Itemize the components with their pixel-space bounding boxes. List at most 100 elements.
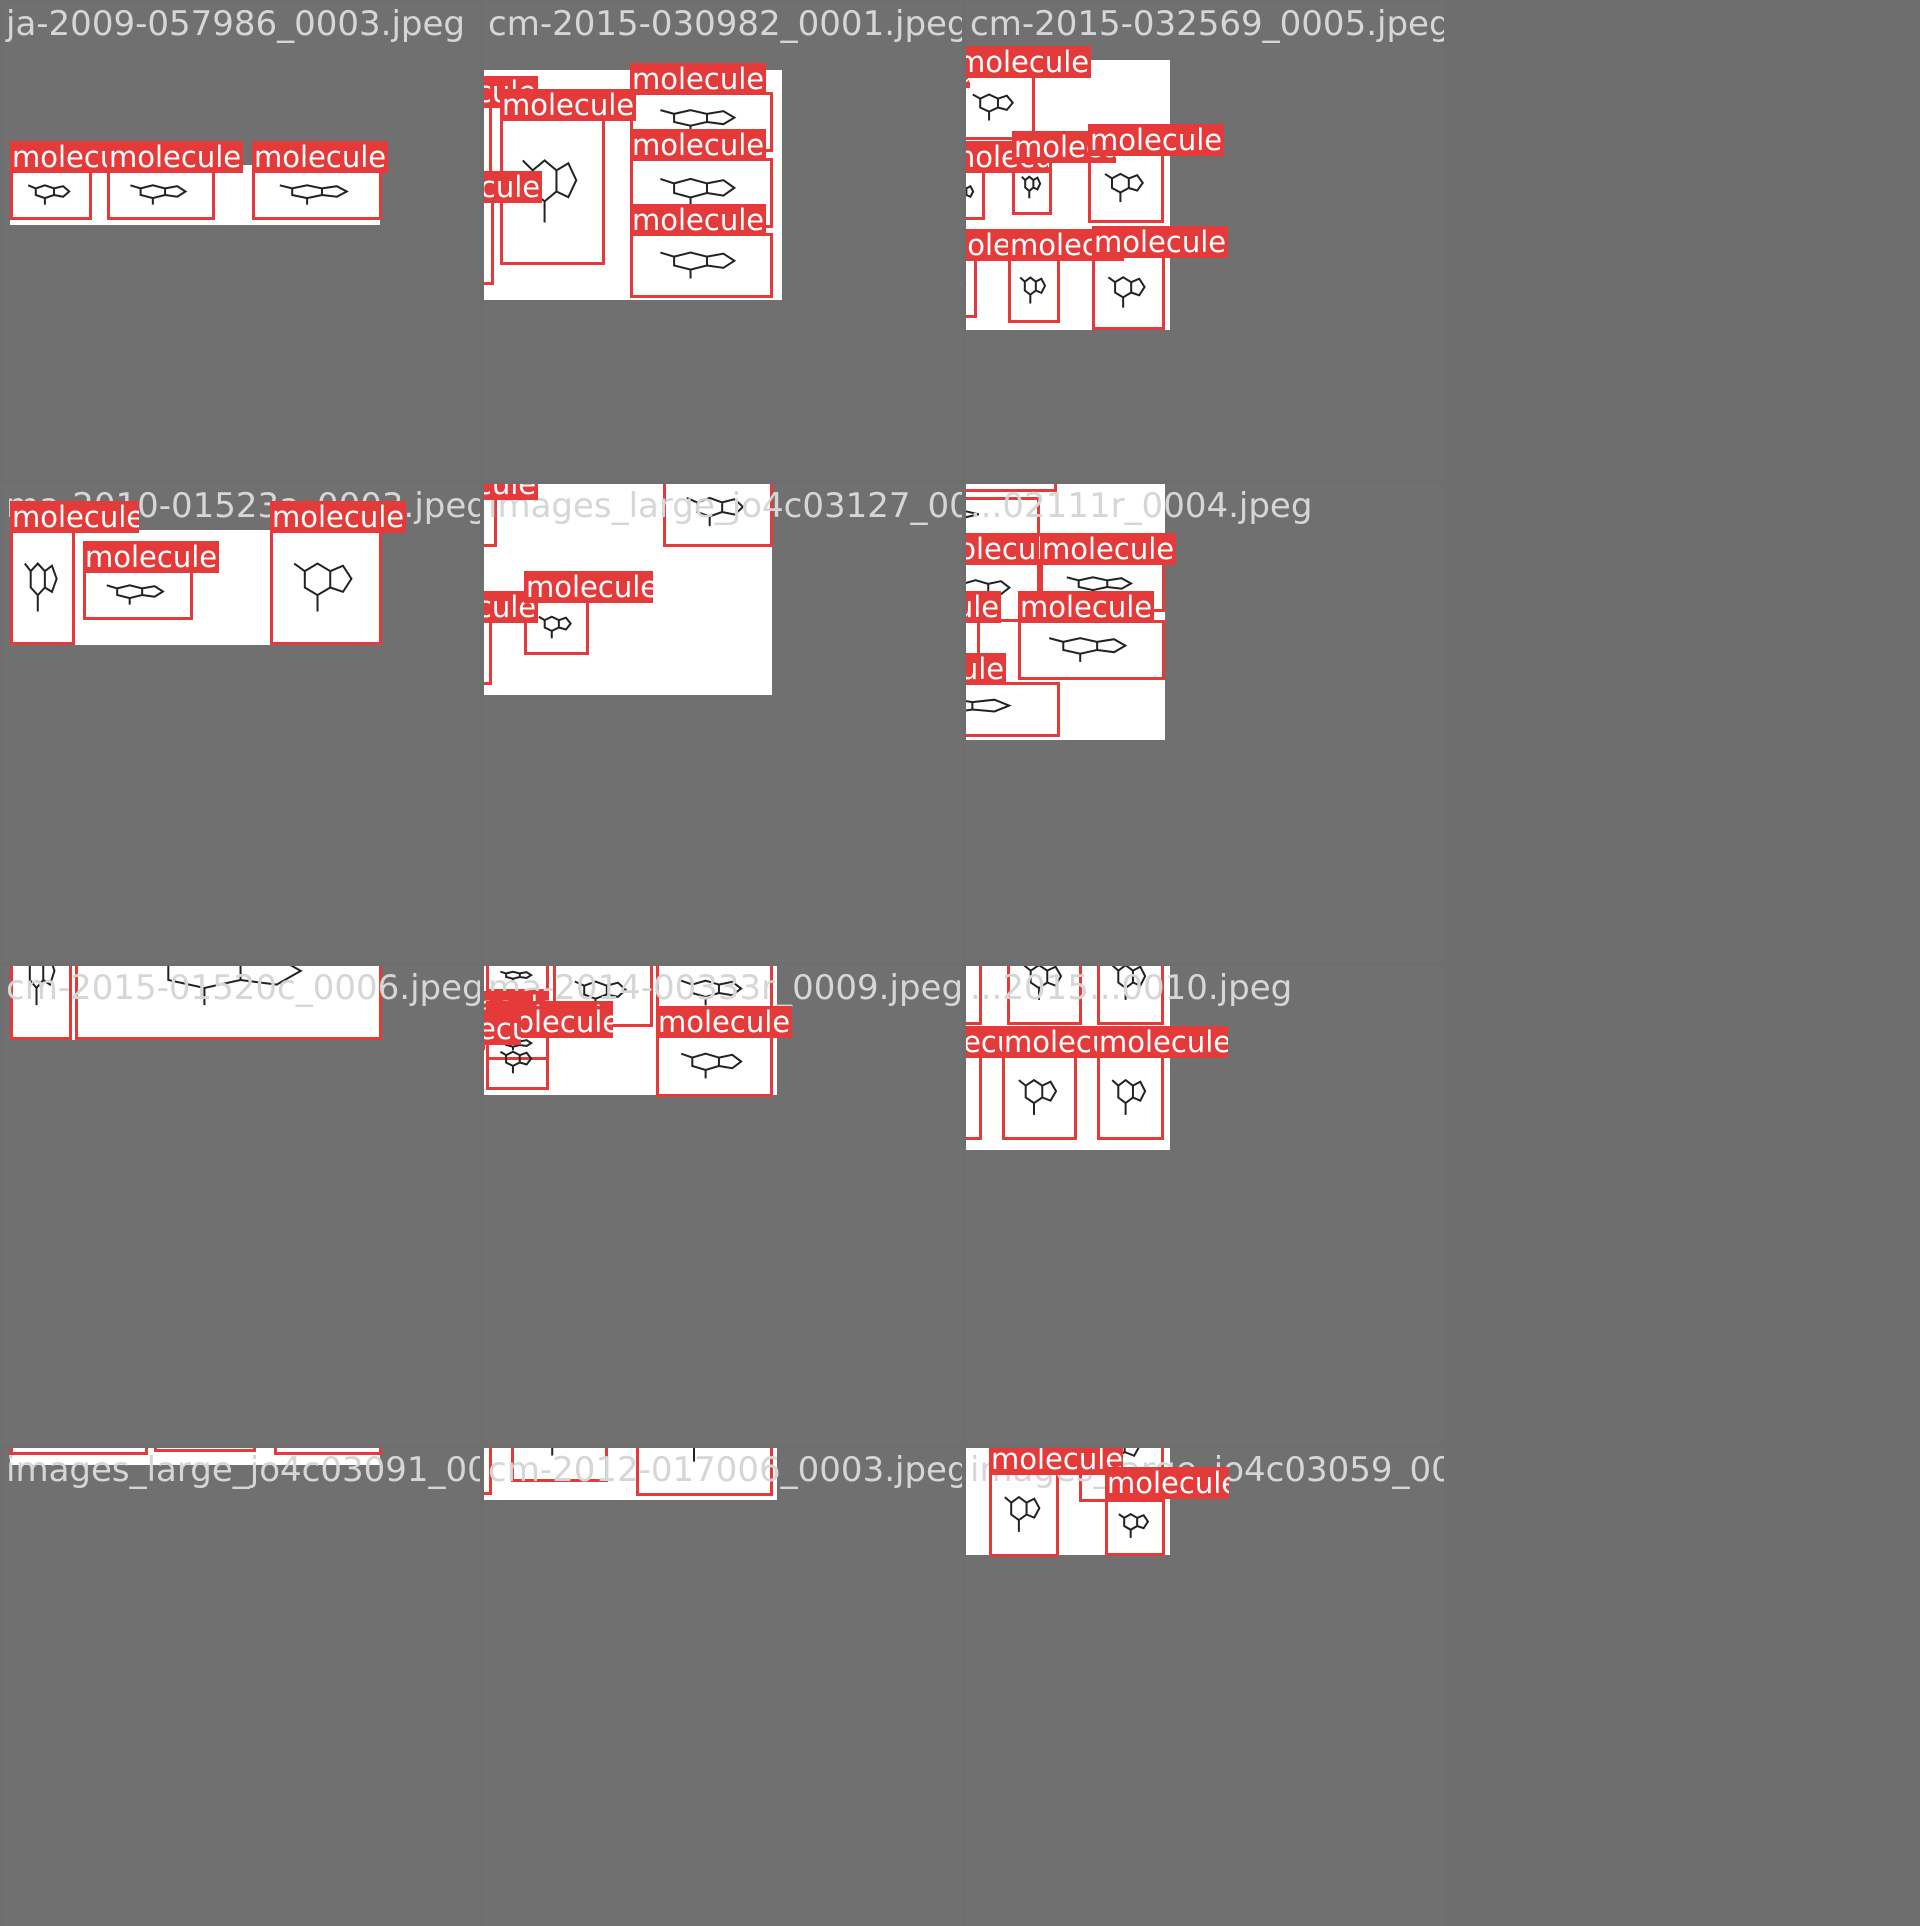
molecule-structure-icon	[13, 533, 72, 642]
molecule-label: molecule	[107, 141, 244, 173]
image-tile: cm-2015-032569_0005.jpegmoleculemolecule…	[966, 2, 1444, 480]
molecule-structure-icon	[527, 603, 586, 652]
molecule-bounding-box: molecule	[663, 484, 773, 547]
molecule-bounding-box: molecule	[966, 229, 1041, 318]
molecule-structure-icon	[1010, 966, 1079, 1022]
molecule-structure-icon	[659, 1038, 770, 1094]
molecule-label: molecule	[966, 591, 1002, 623]
molecule-structure-icon	[484, 623, 489, 682]
molecule-structure-icon	[1021, 623, 1162, 677]
molecule-label: molecule	[252, 141, 389, 173]
image-filename: images_large_jo4c03127_0003.jpeg	[488, 486, 962, 526]
molecule-structure-icon	[633, 161, 770, 225]
molecule-label: molecule	[83, 541, 220, 573]
molecule-structure-icon	[489, 1038, 546, 1087]
molecule-label: molecule	[484, 1013, 521, 1045]
molecule-bounding-box: molecule	[270, 501, 407, 645]
molecule-bounding-box: molecule	[10, 501, 139, 645]
molecule-bounding-box: molecule	[83, 541, 220, 620]
molecule-bounding-box: molecule	[252, 141, 389, 220]
molecule-bounding-box: molecule	[1097, 1026, 1228, 1140]
image-filename: cm-2012-017006_0003.jpeg	[488, 1450, 962, 1490]
molecule-structure-icon	[1095, 258, 1162, 327]
molecule-bounding-box: molecule	[1092, 226, 1229, 330]
image-filename: ja-2009-057986_0003.jpeg	[6, 4, 465, 44]
molecule-structure-icon	[13, 173, 89, 217]
molecule-structure-icon	[489, 966, 546, 989]
molecule-label: molecule	[500, 89, 637, 121]
molecule-bounding-box: molecule	[486, 966, 549, 992]
molecule-label: molecule	[630, 204, 767, 236]
molecule-label: molecule	[630, 63, 767, 95]
molecule-structure-icon	[1108, 1499, 1162, 1553]
molecule-structure-icon	[1100, 1058, 1161, 1137]
molecule-label: molecule	[484, 591, 539, 623]
molecule-bounding-box: molecule	[484, 171, 543, 285]
molecule-bounding-box: molecule	[484, 484, 539, 547]
molecule-label: molecule	[1105, 1467, 1229, 1499]
molecule-bounding-box: molecule	[966, 591, 1002, 675]
molecule-structure-icon	[556, 966, 650, 1024]
molecule-label: molecule	[966, 46, 1092, 78]
molecule-structure-icon	[666, 484, 770, 544]
molecule-label: molecule	[10, 501, 139, 533]
molecule-bounding-box: molecule	[274, 1448, 382, 1455]
molecule-label: molecule	[656, 1006, 793, 1038]
molecule-structure-icon	[1043, 565, 1162, 609]
image-filename: images_large_jo4c03091_0001.jpeg	[6, 1450, 480, 1490]
molecule-label: molecule	[484, 171, 543, 203]
molecule-structure-icon	[255, 173, 379, 217]
molecule-bounding-box: molecule	[630, 63, 773, 152]
reaction-scheme-image	[966, 966, 1170, 1150]
molecule-bounding-box: molecule	[511, 1448, 608, 1482]
molecule-structure-icon	[1100, 966, 1161, 1022]
molecule-bounding-box: molecule	[500, 89, 637, 265]
molecule-structure-icon	[966, 685, 1057, 734]
molecule-label: molecule	[1012, 131, 1116, 163]
molecule-bounding-box: molecule	[636, 1448, 773, 1496]
molecule-structure-icon	[489, 1033, 546, 1057]
reaction-scheme-image	[484, 1448, 777, 1500]
image-filename: ...02111r_0004.jpeg	[970, 486, 1313, 526]
molecule-bounding-box: molecule	[107, 141, 244, 220]
molecule-bounding-box: molecule	[1105, 1467, 1229, 1556]
molecule-bounding-box: molecule	[524, 571, 653, 655]
molecule-structure-icon	[503, 121, 602, 262]
molecule-structure-icon	[966, 500, 1037, 534]
molecule-structure-icon	[633, 236, 770, 295]
molecule-bounding-box: molecule	[966, 1026, 1044, 1140]
molecule-bounding-box: molecule	[484, 591, 539, 685]
molecule-bounding-box: molecule	[656, 1006, 793, 1097]
molecule-bounding-box: molecule	[630, 204, 773, 298]
molecule-bounding-box: molecule	[1012, 131, 1116, 215]
molecule-structure-icon	[110, 173, 212, 217]
image-filename: ...2015...0010.jpeg	[970, 968, 1293, 1008]
molecule-bounding-box: molecule	[10, 966, 72, 1040]
image-tile: images_large_jo4c03091_0001.jpegmolecule…	[2, 1448, 480, 1926]
molecule-structure-icon	[78, 966, 379, 1037]
molecule-label: molecule	[484, 484, 539, 500]
molecule-label: molecule	[1088, 124, 1225, 156]
molecule-bounding-box: molecule	[1008, 229, 1124, 323]
molecule-structure-icon	[966, 1058, 979, 1137]
molecule-bounding-box: molecule	[630, 129, 773, 228]
molecule-label: molecule	[966, 653, 1007, 685]
molecule-label: molecule	[524, 571, 653, 603]
molecule-label: molecule	[1018, 591, 1155, 623]
molecule-structure-icon	[966, 78, 1032, 137]
reaction-scheme-image	[966, 60, 1170, 330]
molecule-bounding-box: molecule	[966, 484, 1057, 492]
molecule-bounding-box: molecule	[966, 966, 982, 1025]
molecule-structure-icon	[659, 966, 770, 1021]
molecule-bounding-box: molecule	[1018, 591, 1165, 680]
molecule-bounding-box: molecule	[484, 76, 539, 175]
molecule-bounding-box: molecule	[966, 653, 1060, 737]
molecule-bounding-box: molecule	[10, 1448, 148, 1455]
molecule-bounding-box: molecule	[1088, 124, 1225, 223]
